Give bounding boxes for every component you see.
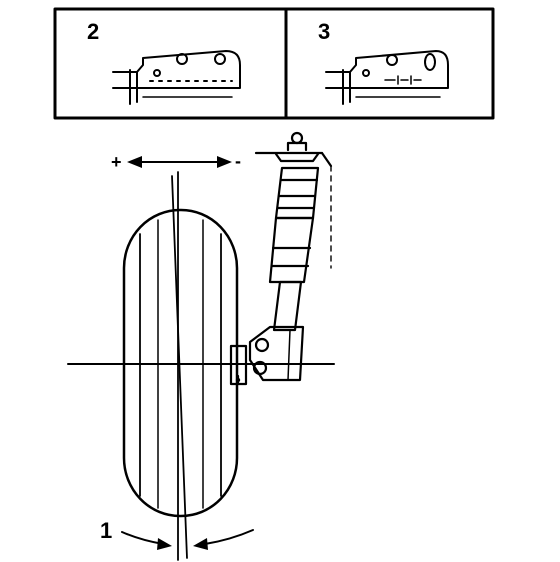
adjust-plus-label: + — [111, 152, 122, 172]
inset-panel-label-2: 2 — [87, 19, 99, 44]
adjustment-arrow: + - — [111, 151, 241, 172]
bracket-position-3 — [325, 50, 449, 105]
inset-panel-3: 3 — [318, 19, 449, 105]
camber-arrowhead-right — [193, 538, 208, 550]
inset-panel-2: 2 — [87, 19, 241, 105]
inset-panel-label-3: 3 — [318, 19, 330, 44]
bracket-position-2 — [112, 50, 241, 105]
wheel-plane-line — [171, 175, 188, 559]
camber-angle-label: 1 — [100, 518, 112, 543]
camber-angle-indicator: 1 — [100, 518, 254, 550]
strut-assembly — [229, 131, 333, 386]
arrowhead-left — [127, 156, 142, 168]
arrowhead-right — [217, 156, 232, 168]
camber-arrowhead-left — [157, 538, 172, 550]
wheel-centre-lines — [171, 171, 188, 561]
adjust-minus-label: - — [235, 151, 241, 171]
inset-panels: 2 3 — [53, 7, 495, 120]
